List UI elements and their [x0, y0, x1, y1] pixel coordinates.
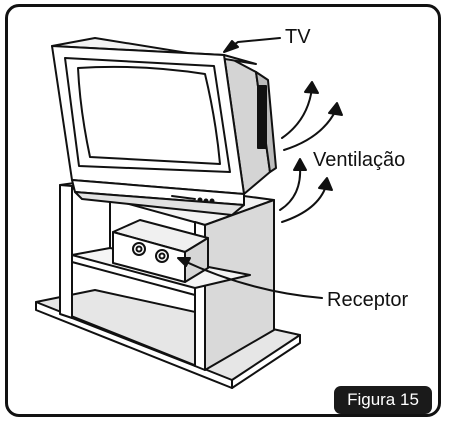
ventilation-label: Ventilação — [313, 149, 406, 171]
figure-number-badge: Figura 15 — [334, 386, 432, 414]
receiver-label: Receptor — [327, 289, 409, 311]
tv-leader-line — [223, 37, 281, 53]
receiver-leader-line — [177, 257, 323, 299]
ventilation-arrows — [279, 81, 343, 223]
receiver-box — [112, 219, 209, 283]
tv-label: TV — [285, 26, 311, 48]
television — [51, 37, 277, 216]
